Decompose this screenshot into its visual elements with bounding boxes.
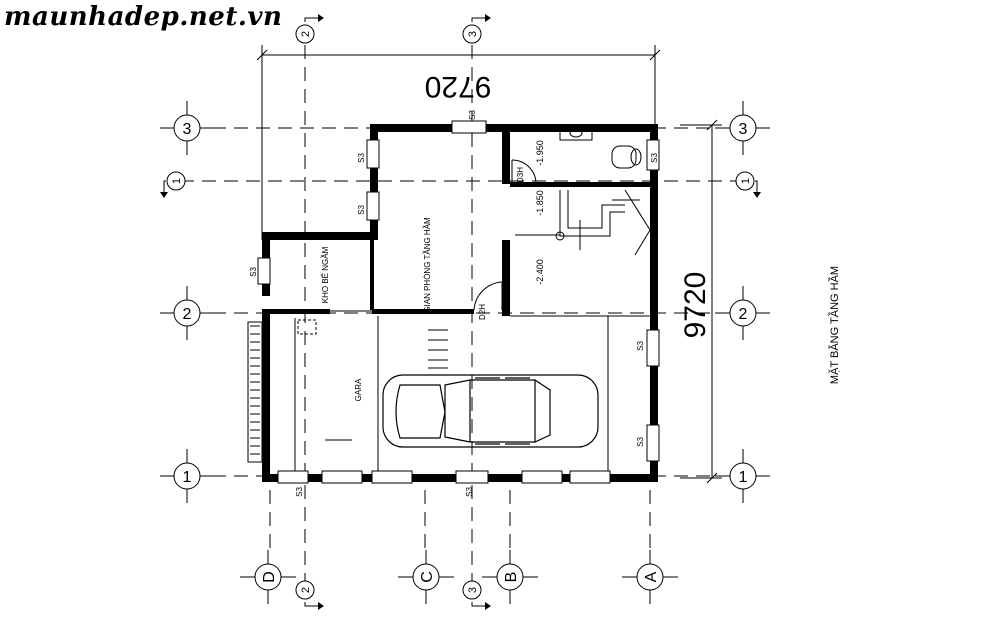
axis-bubble-B: B bbox=[482, 550, 538, 604]
window-tag-8: S3 bbox=[468, 110, 477, 120]
window-tag-3: S3 bbox=[249, 267, 258, 277]
door-tag-d3h: D3H bbox=[516, 167, 525, 183]
level-mark-1: -1.950 bbox=[535, 140, 545, 166]
room-label-gara: GARA bbox=[354, 378, 363, 401]
axis-label-2-right: 2 bbox=[739, 306, 748, 323]
axis-bubble-C: C bbox=[398, 550, 454, 604]
top-dimension-label: 9720 bbox=[425, 70, 492, 103]
axis-bubble-left-2: 2 bbox=[160, 286, 215, 340]
axis-bubble-right-2: 2 bbox=[715, 286, 770, 340]
garage-markings bbox=[297, 319, 448, 441]
door-tag-d2h: D2H bbox=[478, 304, 487, 320]
axis-label-1-right: 1 bbox=[739, 469, 748, 486]
section-marker-top-3: 3 bbox=[462, 14, 491, 44]
section-label-top-2: 2 bbox=[300, 31, 312, 37]
ramp-hatching bbox=[247, 321, 263, 463]
section-label-bottom-3: 3 bbox=[467, 587, 479, 593]
interior-lines bbox=[294, 310, 650, 474]
room-label-kho: KHO BỂ NGẦM bbox=[320, 246, 330, 303]
section-label-top-3: 3 bbox=[467, 31, 479, 37]
axis-bubble-right-1: 1 bbox=[715, 449, 770, 503]
axis-label-2-left: 2 bbox=[183, 306, 192, 323]
level-mark-3: -2.400 bbox=[535, 259, 545, 285]
staircase bbox=[515, 189, 651, 256]
drawing-title: MẶT BẰNG TẦNG HẦM bbox=[828, 266, 841, 384]
window-tag-9: S3 bbox=[650, 153, 659, 163]
right-dimension-label: 9720 bbox=[679, 272, 712, 339]
axis-label-C: C bbox=[419, 571, 436, 583]
axis-label-B: B bbox=[503, 572, 520, 583]
axis-bubble-left-3: 3 bbox=[160, 101, 215, 155]
axis-bubble-left-1: 1 bbox=[160, 449, 215, 503]
level-mark-2: -1.850 bbox=[535, 190, 545, 216]
window-tag-7: S3 bbox=[465, 487, 474, 497]
doors bbox=[473, 159, 537, 311]
watermark-text: maunhadep.net.vn bbox=[4, 2, 283, 32]
window-tag-4: S3 bbox=[636, 341, 645, 351]
window-tag-6: S3 bbox=[295, 487, 304, 497]
car bbox=[382, 374, 599, 448]
window-tag-2: S3 bbox=[357, 205, 366, 215]
window-tag-5: S3 bbox=[636, 437, 645, 447]
axis-label-D: D bbox=[261, 571, 278, 583]
axis-bubble-right-3: 3 bbox=[715, 101, 770, 155]
section-label-left-1: 1 bbox=[171, 178, 183, 184]
room-label-gian-phong: GIAN PHÒNG TẦNG HẦM bbox=[422, 217, 432, 313]
section-label-right-1: 1 bbox=[740, 178, 752, 184]
top-dimension bbox=[256, 45, 661, 240]
axis-label-1-left: 1 bbox=[183, 469, 192, 486]
windows bbox=[257, 120, 660, 484]
window-tag-1: S3 bbox=[357, 153, 366, 163]
axis-label-3-right: 3 bbox=[739, 121, 748, 138]
section-marker-top-2: 2 bbox=[295, 14, 324, 44]
bathroom-fixtures bbox=[559, 125, 642, 169]
axis-bubble-D: D bbox=[240, 550, 296, 604]
section-marker-bottom-3: 3 bbox=[462, 580, 491, 610]
axis-bubble-A: A bbox=[622, 550, 678, 604]
section-label-bottom-2: 2 bbox=[300, 587, 312, 593]
axis-label-A: A bbox=[643, 571, 660, 582]
axis-label-3-left: 3 bbox=[183, 121, 192, 138]
section-marker-left-1: 1 bbox=[160, 171, 186, 198]
section-marker-bottom-2: 2 bbox=[295, 580, 324, 610]
section-marker-right-1: 1 bbox=[735, 171, 761, 198]
